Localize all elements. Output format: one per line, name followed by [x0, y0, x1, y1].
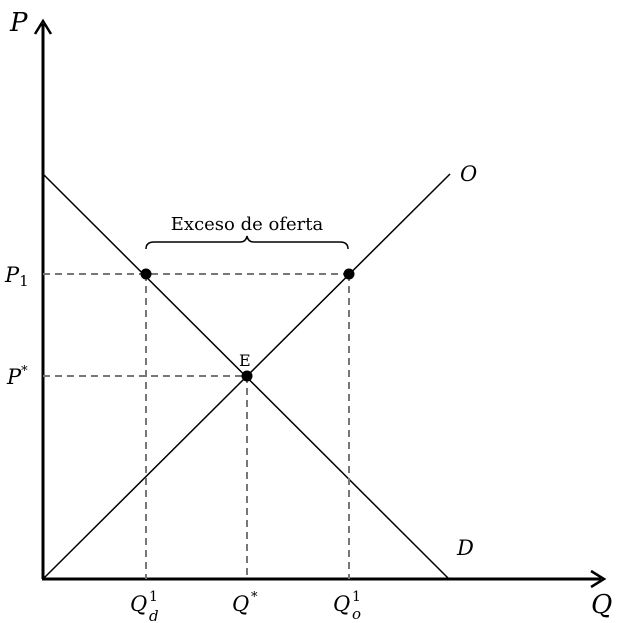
svg-text:*: *	[251, 590, 258, 605]
svg-text:Q: Q	[130, 592, 147, 616]
qd-label: Q 1 d	[130, 589, 159, 623]
svg-text:1: 1	[352, 589, 361, 605]
excess-supply-label: Exceso de oferta	[171, 214, 324, 235]
x-axis-arrowhead	[590, 569, 607, 589]
excess-supply-brace	[145, 235, 349, 250]
qo-label: Q 1 o	[333, 589, 361, 623]
demand-curve-label: D	[456, 536, 474, 560]
svg-text:Q: Q	[232, 592, 249, 616]
y-axis-label: P	[9, 8, 28, 38]
svg-text:1: 1	[149, 589, 158, 605]
qstar-label: Q *	[232, 590, 258, 616]
x-axis-label: Q	[591, 590, 612, 620]
pstar-label: P*	[6, 364, 28, 389]
demand-point-p1	[140, 268, 152, 280]
supply-point-p1	[343, 268, 355, 280]
equilibrium-point	[241, 370, 253, 382]
y-axis-arrowhead	[33, 18, 53, 35]
equilibrium-label: E	[239, 351, 251, 370]
p1-label: P1	[4, 263, 29, 290]
svg-text:d: d	[149, 607, 159, 623]
supply-curve-label: O	[460, 162, 477, 186]
svg-text:o: o	[352, 605, 361, 623]
svg-text:Q: Q	[333, 592, 350, 616]
